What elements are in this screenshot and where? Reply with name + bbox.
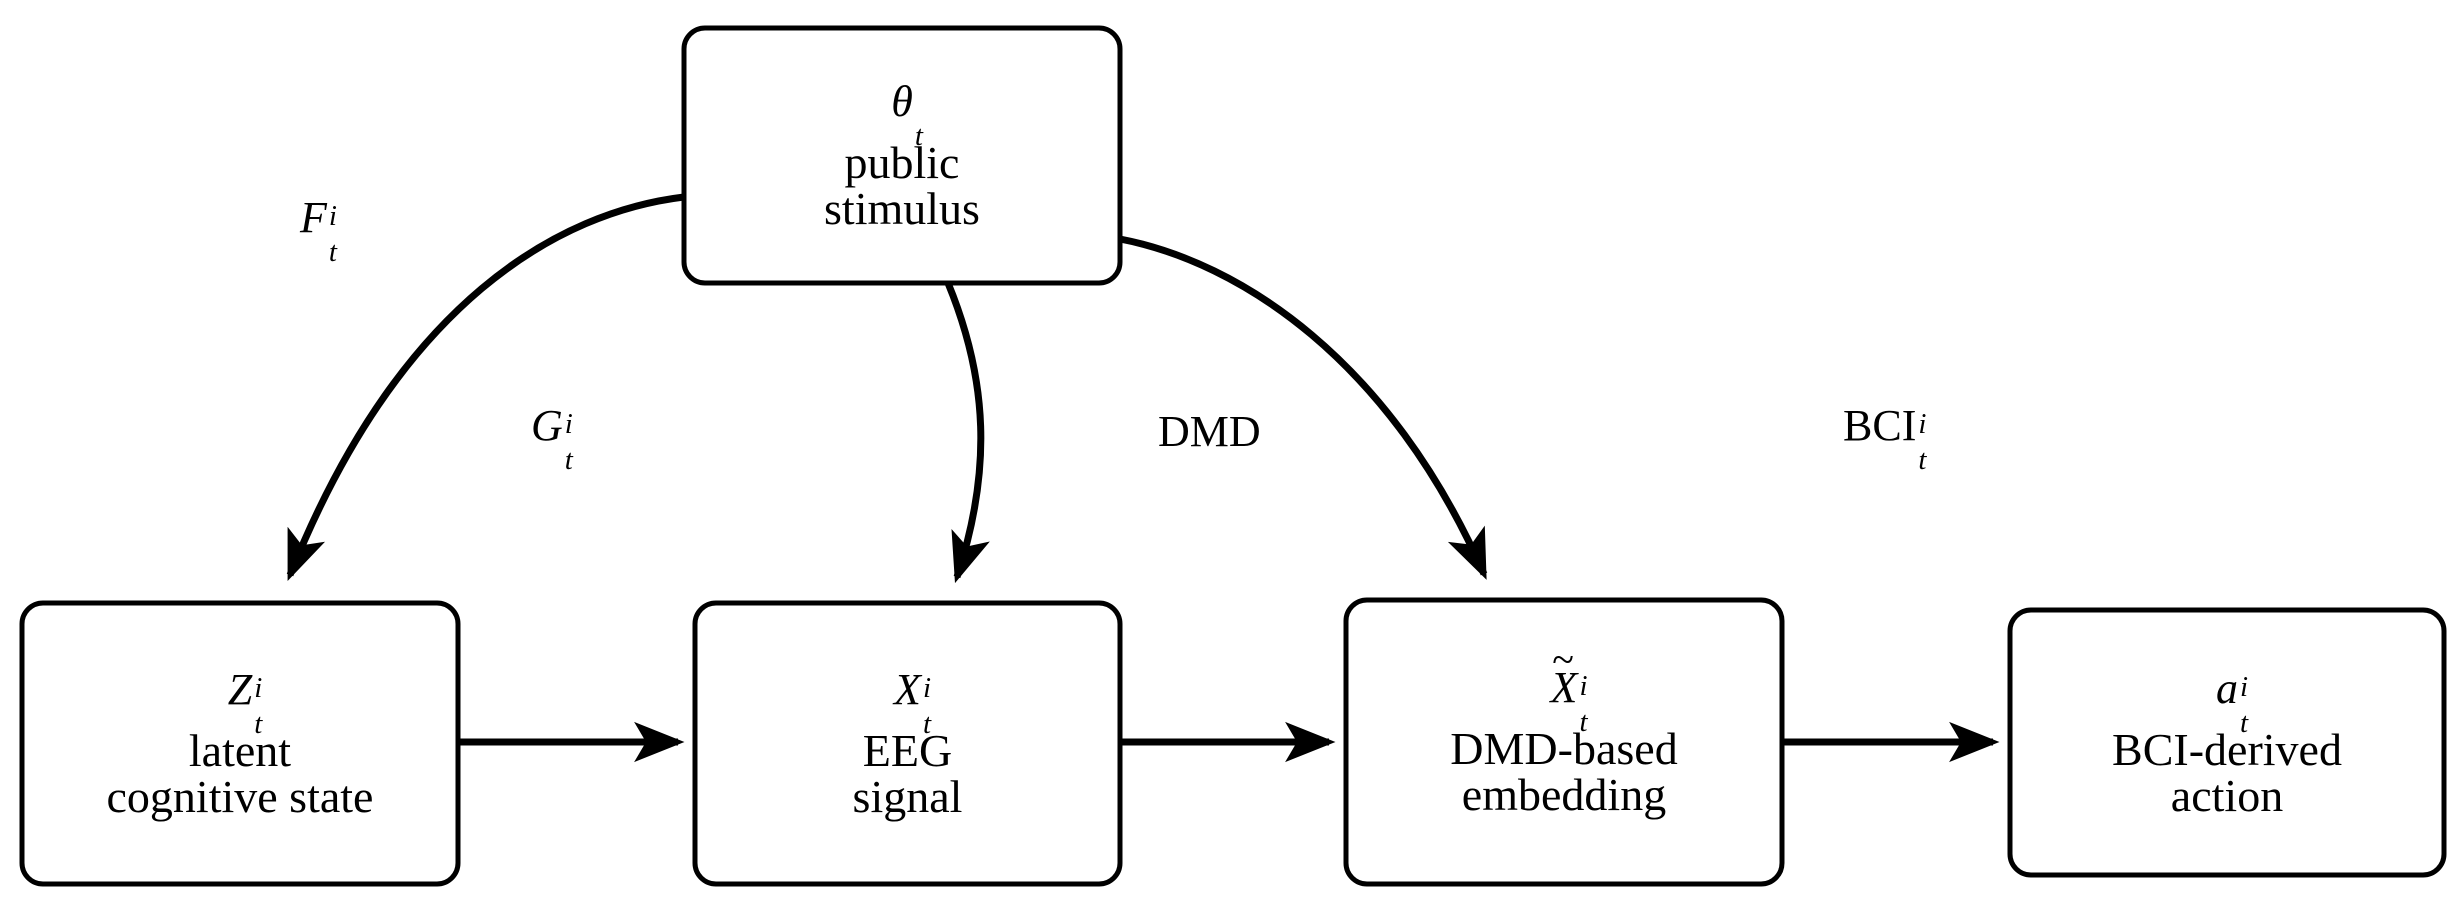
edge-symbol-subscript: t [328, 236, 337, 268]
edge-theta-to-eeg[interactable] [944, 281, 990, 584]
tilde-icon: ~ [1552, 637, 1574, 682]
node-text-line2: stimulus [824, 182, 980, 234]
node-text-line1: latent [188, 724, 292, 776]
symbol-base: a [2216, 663, 2238, 713]
edge-symbol-base: G [531, 401, 563, 450]
node-text-line2: cognitive state [106, 770, 374, 822]
symbol-subscript: t [2240, 706, 2249, 739]
symbol-superscript: i [922, 671, 931, 704]
symbol-base: θ [891, 76, 913, 126]
symbol-subscript: t [1579, 706, 1588, 738]
symbol-superscript: i [1579, 670, 1588, 702]
node-text-line1: public [844, 136, 960, 188]
node-text-line2: action [2170, 769, 2284, 821]
symbol-base: X [1550, 663, 1578, 712]
symbol-subscript: t [922, 707, 931, 740]
symbol-superscript: i [254, 671, 263, 704]
node-text-line1: EEG [862, 724, 953, 776]
edge-symbol-base: DMD [1158, 407, 1261, 456]
symbol-superscript: i [2240, 670, 2249, 703]
node-text-line2: embedding [1461, 769, 1667, 820]
node-box-theta[interactable] [681, 25, 1123, 286]
node-text-line2: signal [852, 770, 963, 822]
symbol-base: X [894, 664, 921, 714]
edge-label-DMD: DMD [1158, 410, 1261, 454]
node-box-action[interactable] [2007, 607, 2447, 878]
node-text-line1: BCI-derived [2112, 723, 2342, 775]
edge-theta-to-dmd[interactable] [1119, 235, 1488, 580]
edge-symbol-base: BCI [1843, 401, 1917, 450]
edge-symbol-subscript: t [1918, 444, 1927, 476]
symbol-subscript: t [914, 119, 923, 152]
symbol-subscript: t [254, 707, 263, 740]
edge-symbol-superscript: i [328, 200, 337, 232]
tilde-accent-group: ~X [1550, 640, 1578, 712]
edge-symbol-subscript: t [564, 444, 573, 476]
edge-symbol-base: F [300, 193, 327, 242]
symbol-base: Z [227, 664, 253, 714]
edge-theta-to-latent[interactable] [286, 193, 685, 582]
node-text-line1: DMD-based [1450, 723, 1678, 774]
edge-symbol-superscript: i [564, 408, 573, 440]
edge-symbol-superscript: i [1918, 408, 1927, 440]
